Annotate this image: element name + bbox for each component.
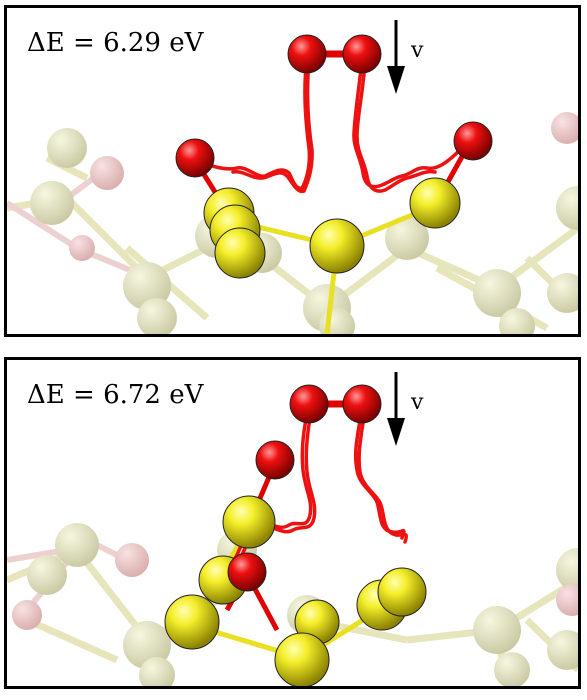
panel-bottom: ΔE = 6.72 eV v [4, 357, 581, 689]
trajectory-paths [219, 404, 409, 572]
energy-label: ΔE = 6.29 eV [27, 28, 204, 58]
down-arrow-icon [387, 372, 405, 446]
down-arrow-icon [387, 20, 405, 94]
oxygen-atoms [227, 384, 382, 592]
oxygen-atoms [175, 34, 493, 178]
silicon-atoms [203, 177, 461, 279]
energy-label: ΔE = 6.72 eV [27, 380, 204, 410]
molecular-scene-bottom [7, 372, 578, 686]
velocity-label: v [411, 390, 424, 415]
molecular-scene-top [7, 20, 578, 334]
panel-top: ΔE = 6.29 eV v [4, 5, 581, 337]
background-lattice [7, 112, 578, 334]
trajectory-paths [200, 56, 464, 194]
silicon-atoms [164, 495, 427, 686]
velocity-label: v [411, 38, 424, 63]
